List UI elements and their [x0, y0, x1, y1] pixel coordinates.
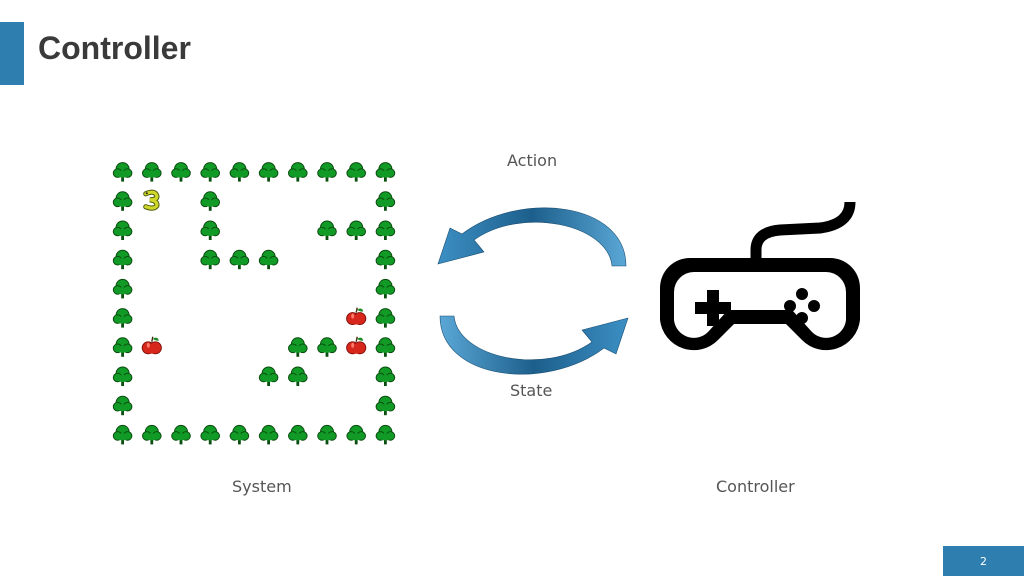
system-label: System: [232, 477, 292, 496]
action-arrow: [437, 207, 627, 267]
tree-icon: [346, 424, 366, 445]
tree-icon: [317, 424, 337, 445]
tree-icon: [346, 162, 366, 183]
tree-icon: [258, 424, 279, 445]
snake-icon: [146, 192, 157, 208]
tree-icon: [112, 337, 133, 358]
tree-icon: [229, 424, 250, 445]
tree-icon: [375, 308, 396, 329]
tree-icon: [112, 191, 133, 212]
action-state-cycle: [437, 207, 629, 375]
tree-icon: [375, 191, 396, 212]
tree-icon: [258, 366, 279, 387]
tree-icon: [375, 278, 396, 299]
tree-icon: [112, 162, 133, 183]
tree-icon: [200, 249, 220, 270]
tree-icon: [112, 366, 133, 387]
tree-icon: [112, 424, 133, 445]
tree-icon: [375, 220, 396, 241]
tree-icon: [346, 220, 366, 241]
tree-icon: [288, 162, 308, 183]
tree-icon: [317, 220, 337, 241]
state-arrow: [439, 315, 629, 375]
tree-icon: [229, 249, 250, 270]
tree-icon: [171, 162, 191, 183]
state-label: State: [510, 381, 553, 400]
apple-icon: [141, 336, 163, 355]
tree-icon: [317, 162, 337, 183]
tree-icon: [375, 249, 396, 270]
tree-icon: [171, 424, 191, 445]
tree-icon: [112, 249, 133, 270]
slide-title: Controller: [38, 30, 191, 66]
tree-icon: [258, 162, 279, 183]
tree-icon: [112, 278, 133, 299]
snake-game-grid: [112, 162, 396, 445]
gamepad-icon: [660, 201, 860, 351]
tree-icon: [288, 366, 308, 387]
tree-icon: [288, 337, 308, 358]
tree-icon: [200, 162, 220, 183]
tree-icon: [288, 424, 308, 445]
page-number-text: 2: [980, 554, 987, 568]
page-number: 2: [943, 546, 1024, 576]
tree-icon: [375, 366, 396, 387]
apple-icon: [345, 336, 367, 355]
tree-icon: [375, 337, 396, 358]
apple-icon: [345, 306, 367, 326]
tree-icon: [200, 220, 220, 241]
tree-icon: [229, 162, 250, 183]
action-label: Action: [507, 151, 558, 170]
controller-label: Controller: [716, 477, 795, 496]
tree-icon: [142, 162, 162, 183]
tree-icon: [317, 337, 337, 358]
tree-icon: [200, 424, 220, 445]
tree-icon: [258, 249, 279, 270]
tree-icon: [375, 424, 396, 445]
tree-icon: [112, 395, 133, 416]
tree-icon: [375, 395, 396, 416]
tree-icon: [375, 162, 396, 183]
title-accent-bar: [0, 22, 24, 85]
tree-icon: [142, 424, 162, 445]
tree-icon: [200, 191, 220, 212]
tree-icon: [112, 220, 133, 241]
tree-icon: [112, 308, 133, 329]
